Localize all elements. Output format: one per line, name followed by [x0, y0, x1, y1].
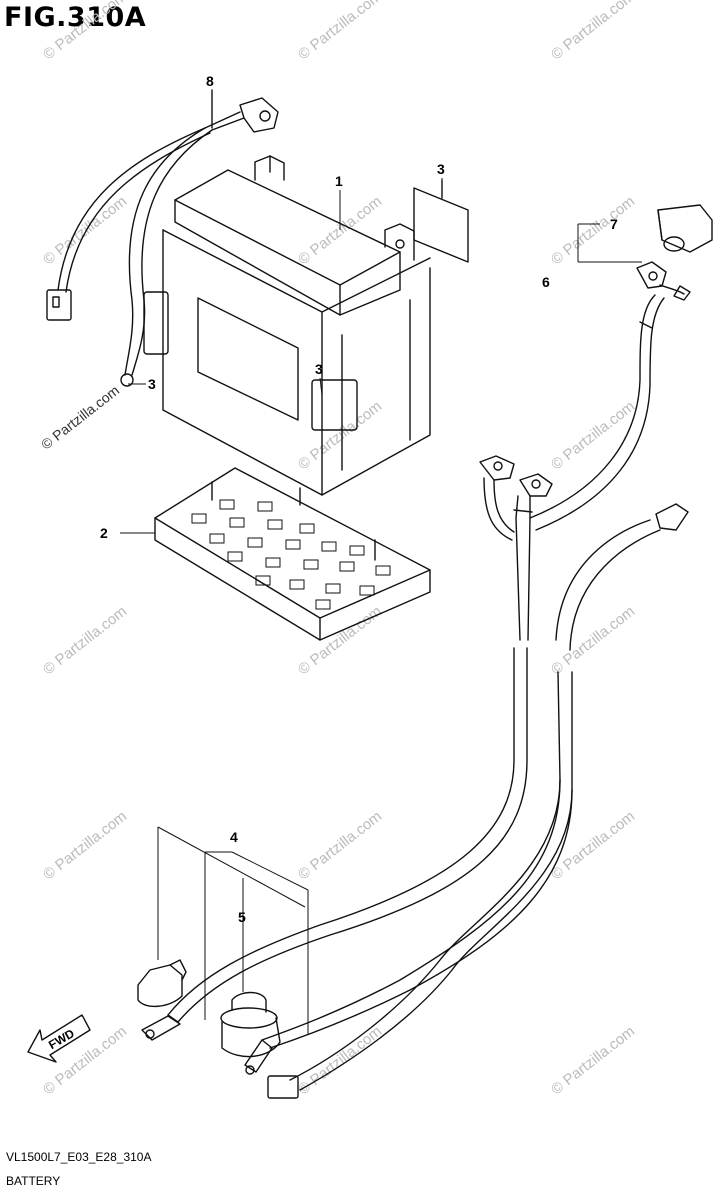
- callout-8: 8: [206, 73, 214, 89]
- part-6-cable: [529, 261, 691, 531]
- part-4-cover: [137, 959, 187, 1007]
- callout-2: 2: [100, 525, 108, 541]
- figure-title: FIG.310A: [4, 2, 147, 33]
- callout-3-left: 3: [148, 376, 156, 392]
- leader-lines: [120, 178, 642, 1035]
- part-1-battery: [162, 155, 431, 496]
- part-2-tray: [154, 467, 431, 641]
- part-8-cable: [46, 89, 279, 387]
- callout-3-middle: 3: [315, 361, 323, 377]
- callout-4: 4: [230, 829, 238, 845]
- callout-1: 1: [335, 173, 343, 189]
- part-5-boot: [220, 991, 281, 1058]
- part-3-pad: [413, 179, 469, 263]
- main-harness: [141, 455, 689, 1099]
- part-7-cap: [657, 204, 713, 253]
- figure-code: VL1500L7_E03_E28_310A: [6, 1150, 152, 1164]
- figure-caption: BATTERY: [6, 1174, 61, 1188]
- callout-5: 5: [238, 909, 246, 925]
- callout-6: 6: [542, 274, 550, 290]
- callout-7: 7: [610, 216, 618, 232]
- fwd-arrow: FWD: [27, 1014, 91, 1063]
- callout-3-top: 3: [437, 161, 445, 177]
